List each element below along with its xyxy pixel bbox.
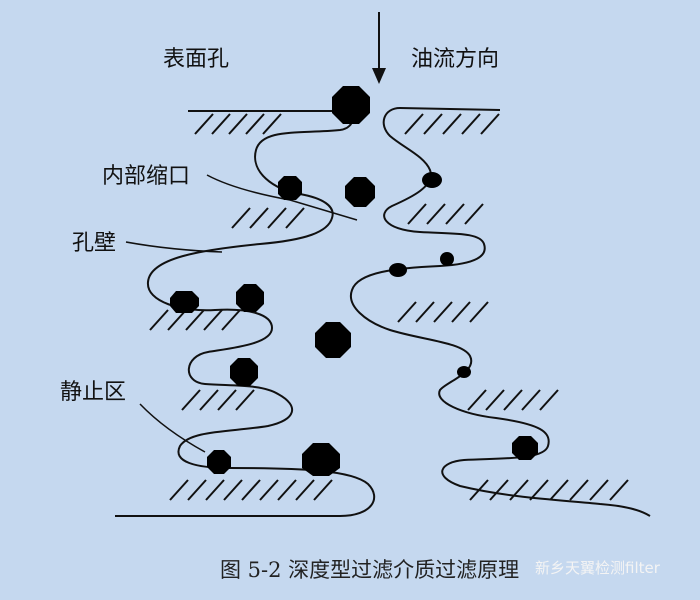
left-pore-wall xyxy=(115,110,376,517)
filter-media-hatching xyxy=(149,113,629,501)
label-pore-wall: 孔壁 xyxy=(72,231,116,256)
particle xyxy=(332,86,370,124)
leader-pore-wall xyxy=(125,241,223,253)
particle xyxy=(236,284,264,312)
particle xyxy=(315,322,351,358)
right-pore-wall xyxy=(349,106,651,517)
flow-arrow xyxy=(372,12,386,84)
particle xyxy=(278,176,302,200)
particle xyxy=(230,358,258,386)
particle xyxy=(422,172,442,188)
label-internal-constriction: 内部缩口 xyxy=(102,164,190,189)
contaminant-particles xyxy=(170,86,538,476)
particle xyxy=(457,366,471,378)
particle xyxy=(345,177,375,207)
watermark: 新乡天翼检测filter xyxy=(535,559,661,577)
particle xyxy=(170,291,199,313)
figure-caption: 图 5-2 深度型过滤介质过滤原理 xyxy=(220,558,519,582)
leader-stagnant-zone xyxy=(139,403,206,453)
label-surface-pore: 表面孔 xyxy=(163,47,229,72)
particle xyxy=(440,252,454,266)
label-flow-direction: 油流方向 xyxy=(411,47,499,72)
particle xyxy=(207,450,231,474)
particle xyxy=(302,443,340,476)
particle xyxy=(512,436,538,460)
particle xyxy=(389,263,407,277)
label-stagnant-zone: 静止区 xyxy=(60,380,126,405)
